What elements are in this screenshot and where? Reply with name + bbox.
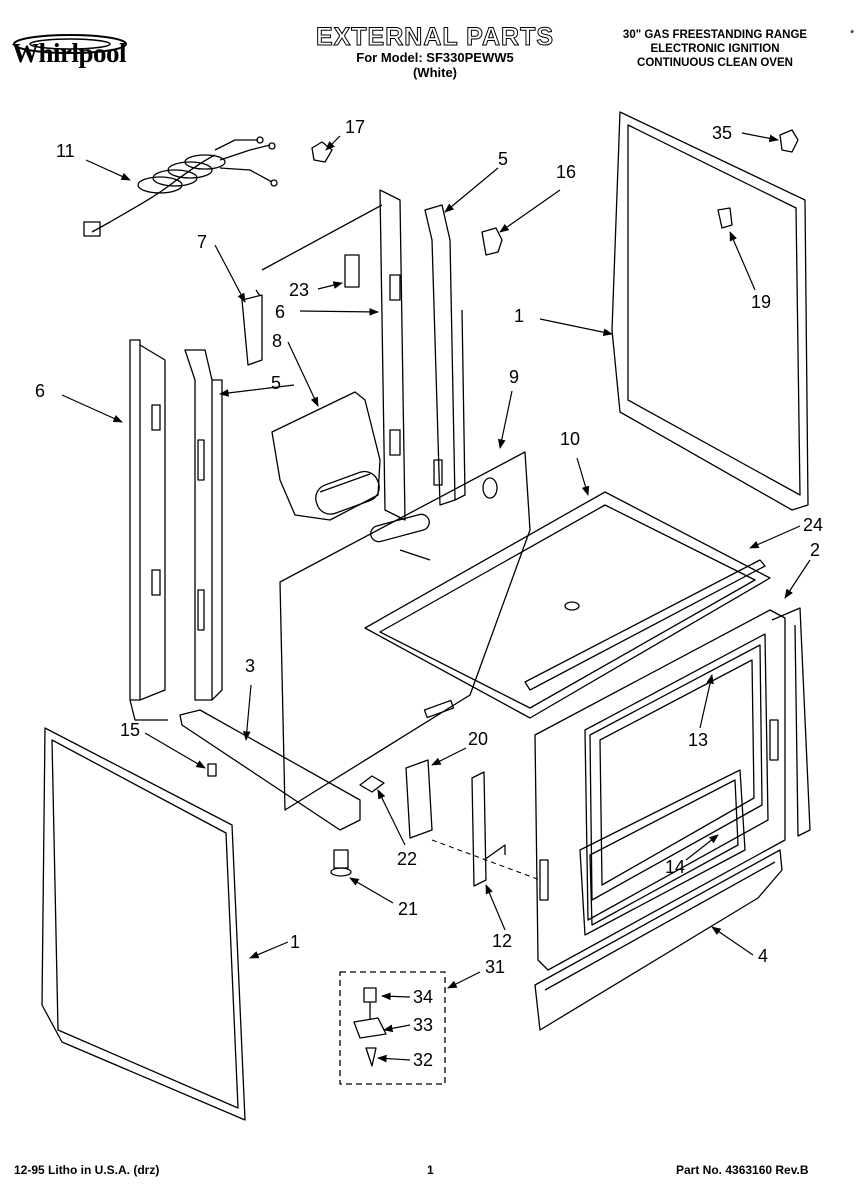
callout-2: 2 — [810, 540, 820, 560]
callout-35: 35 — [712, 123, 732, 143]
callout-13: 13 — [688, 730, 708, 750]
product-line-2: ELECTRONIC IGNITION — [650, 43, 780, 55]
callout-1-upper: 1 — [514, 306, 524, 326]
brand-name: Whirlpool — [12, 38, 127, 68]
part-32 — [365, 1047, 377, 1067]
right-side-rail-part — [261, 189, 406, 521]
part-22 — [359, 775, 385, 793]
callout-4: 4 — [758, 946, 768, 966]
oven-gasket-part — [771, 607, 811, 837]
broiler-seal-part — [579, 769, 746, 936]
leader-arrows — [61, 132, 811, 1063]
side-panel-right-part — [611, 111, 809, 511]
callout-19: 19 — [751, 292, 771, 312]
vent-duct-part — [271, 391, 381, 521]
screw-15-part — [207, 763, 217, 777]
diagram-title-block: EXTERNAL PARTS For Model: SF330PEWW5 (Wh… — [270, 23, 600, 81]
callout-21: 21 — [398, 899, 418, 919]
bracket-part — [241, 289, 263, 366]
callout-20: 20 — [468, 729, 488, 749]
part-19 — [717, 207, 733, 229]
callout-24: 24 — [803, 515, 823, 535]
callout-10: 10 — [560, 429, 580, 449]
part-12 — [471, 771, 506, 887]
callout-15: 15 — [120, 720, 140, 740]
callout-8: 8 — [272, 331, 282, 351]
side-panel-left-part — [41, 727, 246, 1121]
alignment-dashed-line — [431, 839, 541, 881]
asterisk-mark: * — [850, 28, 855, 40]
power-cord-part — [83, 136, 278, 237]
callout-3: 3 — [245, 656, 255, 676]
callout-9: 9 — [509, 367, 519, 387]
callout-labels: 11 17 5 16 35 7 23 6 8 19 1 6 5 9 10 24 … — [35, 117, 823, 1070]
trim-strip-part — [524, 559, 766, 691]
callout-5-lower: 5 — [271, 373, 281, 393]
part-34 — [363, 987, 377, 1020]
product-line-3: CONTINUOUS CLEAN OVEN — [637, 57, 793, 69]
product-description: 30" GAS FREESTANDING RANGE ELECTRONIC IG… — [580, 28, 850, 70]
clip-23-part — [344, 254, 360, 288]
part-33 — [353, 1017, 387, 1039]
callout-32: 32 — [413, 1050, 433, 1070]
footer-part-number: Part No. 4363160 Rev.B — [676, 1163, 809, 1177]
callout-14: 14 — [665, 857, 685, 877]
callout-11: 11 — [56, 141, 75, 161]
front-frame-part — [534, 609, 786, 971]
back-panel-part — [279, 451, 531, 811]
callout-22: 22 — [397, 849, 417, 869]
bottom-bracket-part — [179, 709, 361, 831]
callout-7: 7 — [197, 232, 207, 252]
oven-bottom-part — [364, 491, 771, 719]
part-20 — [405, 759, 433, 839]
whirlpool-logo: Whirlpool — [8, 30, 168, 74]
color-line: (White) — [412, 65, 458, 80]
model-line: For Model: SF330PEWW5 — [356, 50, 514, 65]
callout-1-lower: 1 — [290, 932, 300, 952]
footer-print-info: 12-95 Litho in U.S.A. (drz) — [14, 1163, 160, 1177]
callout-34: 34 — [413, 987, 433, 1007]
part-35-knob — [779, 129, 799, 153]
leveling-leg-part — [330, 849, 352, 877]
callout-5-upper: 5 — [498, 149, 508, 169]
product-line-1: 30" GAS FREESTANDING RANGE — [622, 29, 808, 41]
callout-6-lower: 6 — [35, 381, 45, 401]
left-side-rail-part — [129, 339, 168, 721]
callout-12: 12 — [492, 931, 512, 951]
logo-swirl-icon — [13, 34, 127, 54]
callout-31: 31 — [485, 957, 505, 977]
clip-part — [311, 141, 333, 163]
callout-33: 33 — [413, 1015, 433, 1035]
callout-23: 23 — [289, 280, 309, 300]
left-front-rail-part — [184, 349, 223, 701]
callout-17: 17 — [345, 117, 365, 137]
parts-kit-box — [339, 971, 446, 1085]
kick-plate-part — [534, 849, 783, 1031]
footer-page-number: 1 — [427, 1163, 434, 1177]
callout-6-upper: 6 — [275, 302, 285, 322]
right-front-rail-part — [424, 204, 466, 506]
callout-16: 16 — [556, 162, 576, 182]
page-title: EXTERNAL PARTS — [315, 23, 555, 51]
part-16 — [481, 227, 503, 256]
